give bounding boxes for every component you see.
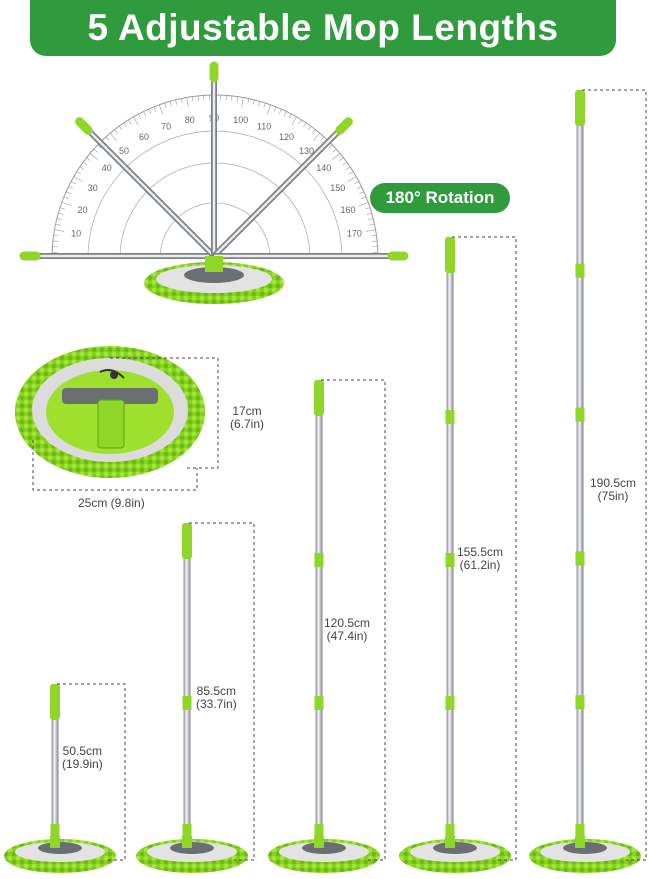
protractor-label: 40 — [102, 163, 112, 173]
mop-lengths — [4, 89, 647, 873]
protractor-label: 110 — [257, 121, 271, 131]
protractor-label: 100 — [233, 115, 248, 125]
protractor-label: 50 — [119, 146, 129, 156]
length-label-2: 85.5cm(33.7in) — [196, 684, 237, 711]
title-banner: 5 Adjustable Mop Lengths — [30, 0, 616, 56]
head-dimension-lines — [32, 357, 219, 491]
protractor-label: 60 — [139, 132, 149, 142]
mop-3 — [268, 379, 386, 873]
rotation-badge: 180° Rotation — [370, 183, 510, 213]
protractor-label: 70 — [161, 121, 171, 131]
protractor-label: 170 — [347, 229, 362, 239]
mop-head-closeup — [15, 346, 205, 478]
rotating-poles — [19, 61, 409, 261]
length-label-3: 120.5cm(47.4in) — [324, 616, 371, 643]
page-title: 5 Adjustable Mop Lengths — [87, 7, 559, 48]
head-height-label: 17cm (6.7in) — [230, 404, 265, 431]
rotating-pole — [75, 117, 217, 259]
protractor-label: 30 — [88, 183, 98, 193]
mop-5 — [529, 89, 647, 873]
mop-4 — [399, 236, 517, 873]
head-width-label: 25cm (9.8in) — [78, 496, 145, 510]
protractor-label: 10 — [71, 229, 81, 239]
protractor-label: 150 — [330, 183, 345, 193]
protractor-label: 20 — [77, 205, 87, 215]
protractor-label: 80 — [185, 115, 195, 125]
mop-2 — [136, 522, 255, 873]
protractor-label: 120 — [279, 132, 294, 142]
mop-1 — [4, 683, 126, 873]
length-label-5: 190.5cm(75in) — [590, 476, 637, 503]
protractor-label: 130 — [299, 146, 314, 156]
length-label-4: 155.5cm(61.2in) — [457, 545, 504, 572]
rotating-pole — [211, 117, 353, 259]
rotation-mop-head — [144, 256, 284, 304]
protractor-label: 140 — [316, 163, 331, 173]
length-label-1: 50.5cm(19.9in) — [62, 744, 103, 771]
protractor-label: 160 — [341, 205, 356, 215]
